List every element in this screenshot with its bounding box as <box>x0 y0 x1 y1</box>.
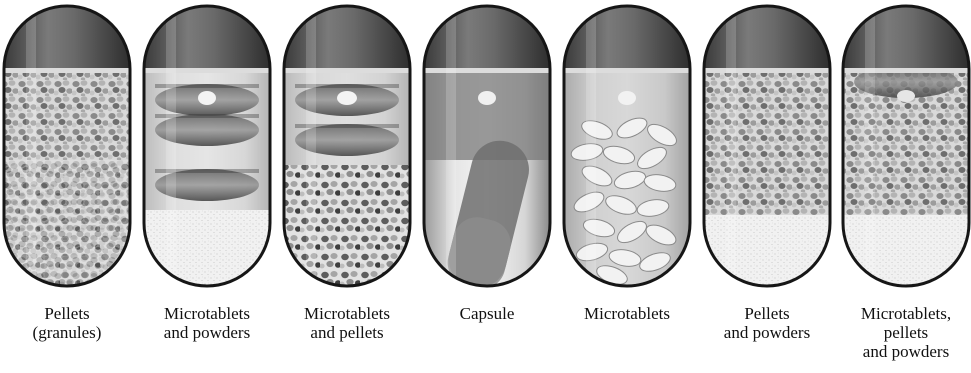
capsule-2 <box>144 6 270 290</box>
capsule-caption-1: Pellets (granules) <box>2 304 132 342</box>
capsule-caption-5: Microtablets <box>562 304 692 323</box>
capsule-7 <box>843 6 969 290</box>
capsule-caption-6: Pellets and powders <box>702 304 832 342</box>
capsule-caption-2: Microtablets and powders <box>142 304 272 342</box>
capsule-cap <box>843 6 969 70</box>
cap-band <box>4 68 130 73</box>
capsule-caption-7: Microtablets, pellets and powders <box>841 304 971 361</box>
powder-fill <box>704 215 830 290</box>
cap-band <box>424 68 550 73</box>
powder-fill <box>843 215 969 290</box>
cap-band <box>564 68 690 73</box>
capsule-cap <box>284 6 410 70</box>
capsule-cap <box>564 6 690 70</box>
capsule-cap <box>4 6 130 70</box>
capsule-1 <box>4 6 130 290</box>
capsule-caption-4: Capsule <box>422 304 552 323</box>
pellet-fill <box>704 70 830 215</box>
cap-band <box>284 68 410 73</box>
capsule-4 <box>424 6 550 294</box>
capsule-cap <box>704 6 830 70</box>
cap-band <box>144 68 270 73</box>
cap-band <box>704 68 830 73</box>
pellet-fill <box>284 165 410 290</box>
capsule-cap <box>424 6 550 70</box>
capsule-cap <box>144 6 270 70</box>
capsule-5 <box>564 6 690 290</box>
capsule-caption-3: Microtablets and pellets <box>282 304 412 342</box>
cap-band <box>843 68 969 73</box>
powder-fill <box>144 210 270 290</box>
capsule-3 <box>284 6 410 290</box>
capsule-6 <box>704 6 830 290</box>
